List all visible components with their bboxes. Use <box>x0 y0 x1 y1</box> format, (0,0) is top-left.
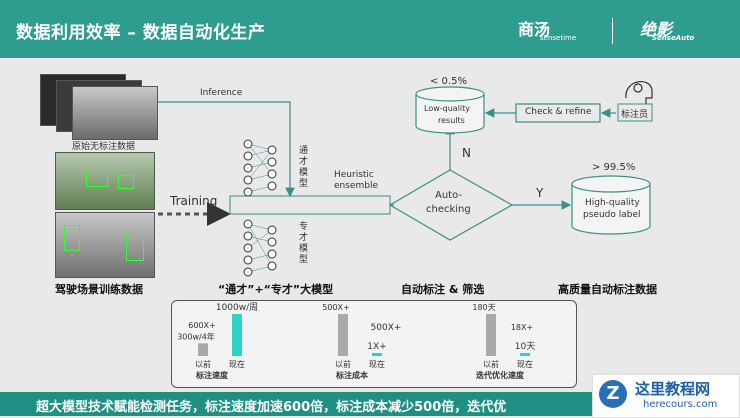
auto-checking-label-1: Auto- <box>435 190 463 201</box>
neuron <box>267 157 277 167</box>
driving-image-2 <box>55 212 155 278</box>
stat-bar <box>372 353 382 356</box>
annotator-label: 标注员 <box>621 110 649 120</box>
training-label: Training <box>170 194 218 208</box>
raw-image-label: 原始无标注数据 <box>72 142 136 152</box>
n-label: N <box>462 146 471 160</box>
watermark-title: 这里教程网 <box>635 380 711 398</box>
stat-multiplier: 600X+ <box>188 321 215 330</box>
ensemble-label: ensemble <box>334 181 378 191</box>
stat-after-value: 1X+ <box>367 342 386 352</box>
auto-label-caption: 自动标注 & 筛选 <box>401 283 485 296</box>
neuron <box>243 187 253 197</box>
watermark-logo-icon: Z <box>599 380 627 408</box>
neuron <box>243 219 253 229</box>
annotator-box <box>617 103 653 122</box>
stat-before-value: 180天 <box>472 303 495 312</box>
stat-before-value: 500X+ <box>322 303 349 312</box>
stat-bar <box>338 314 348 356</box>
driving-image-1 <box>55 152 155 210</box>
stat-bar <box>232 314 242 356</box>
stat-bar <box>198 343 208 356</box>
header-bar: 数据利用效率 – 数据自动化生产 商汤 sensetime 绝影 SenseAu… <box>0 0 740 58</box>
senseauto-logo: 绝影 SenseAuto <box>640 20 695 42</box>
stat-after-label: 现在 <box>229 359 245 369</box>
low-quality-label-2: results <box>438 116 465 125</box>
neuron <box>267 169 277 179</box>
auto-checking-label-2: checking <box>426 204 471 215</box>
stat-after-label: 现在 <box>369 359 385 369</box>
watermark: Z 这里教程网 herecours.com <box>592 374 740 418</box>
neuron <box>267 249 277 259</box>
logo-divider <box>612 18 613 44</box>
stat-before-label: 以前 <box>195 359 211 369</box>
stat-after-label: 现在 <box>517 359 533 369</box>
detection-box <box>118 175 134 189</box>
neuron <box>267 261 277 271</box>
stat-title: 迭代优化速度 <box>476 370 525 380</box>
high-quality-pct: > 99.5% <box>592 162 636 173</box>
high-quality-label-2: pseudo label <box>583 210 641 220</box>
generalist-label: 通才模型 <box>299 146 309 189</box>
low-quality-pct: < 0.5% <box>430 76 467 87</box>
stat-title: 标注速度 <box>195 370 229 380</box>
neuron <box>267 237 277 247</box>
stat-bar <box>486 314 496 356</box>
neuron <box>243 255 253 265</box>
inference-arrow <box>158 101 295 198</box>
inference-label: Inference <box>200 88 243 98</box>
stat-bar <box>520 353 530 356</box>
neuron <box>267 225 277 235</box>
annotator-head-icon <box>625 81 653 104</box>
check-refine-label: Check & refine <box>525 107 592 117</box>
raw-image <box>72 86 158 140</box>
low-quality-cylinder <box>415 86 485 134</box>
neuron <box>243 231 253 241</box>
page-title: 数据利用效率 – 数据自动化生产 <box>16 23 266 43</box>
stat-multiplier: 500X+ <box>371 323 402 333</box>
neuron <box>243 267 253 277</box>
models-caption: “通才”+“专才”大模型 <box>218 283 334 296</box>
stat-before-value: 300w/4年 <box>177 331 215 341</box>
stat-after-value: 1000w/周 <box>216 302 258 313</box>
neuron <box>243 139 253 149</box>
stat-before-label: 以前 <box>335 359 351 369</box>
detection-box <box>126 233 144 261</box>
stat-after-value: 10天 <box>515 342 535 352</box>
high-quality-cylinder <box>571 175 651 235</box>
driving-data-label: 驾驶场景训练数据 <box>55 283 143 296</box>
detection-box <box>86 171 108 187</box>
watermark-url: herecours.com <box>643 399 718 410</box>
auto-checking-diamond <box>388 169 514 241</box>
stat-title: 标注成本 <box>335 370 368 380</box>
high-quality-label-1: High-quality <box>585 198 640 208</box>
neuron <box>243 175 253 185</box>
neuron <box>267 181 277 191</box>
sensetime-logo: 商汤 sensetime <box>518 20 577 42</box>
low-quality-label-1: Low-quality <box>424 104 471 113</box>
high-data-caption: 高质量自动标注数据 <box>558 283 657 296</box>
heuristic-label: Heuristic <box>334 170 374 180</box>
neuron <box>243 151 253 161</box>
neuron <box>243 163 253 173</box>
stat-before-label: 以前 <box>483 359 499 369</box>
stat-multiplier: 18X+ <box>511 323 533 332</box>
detection-box <box>64 225 80 251</box>
neuron <box>267 145 277 155</box>
neuron <box>243 243 253 253</box>
specialist-label: 专才模型 <box>299 222 309 265</box>
footer-text: 超大模型技术赋能检测任务，标注速度加速600倍，标注成本减少500倍，迭代优 <box>36 400 507 415</box>
y-label: Y <box>536 186 544 200</box>
